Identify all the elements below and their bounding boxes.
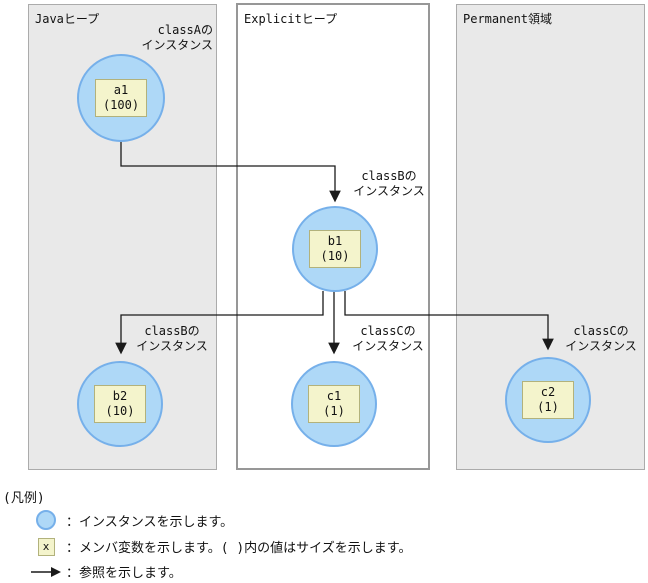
legend-text-reference: ：参照を示します。 [66, 566, 182, 581]
legend-text-instance: ：インスタンスを示します。 [66, 514, 234, 530]
instance-a1: a1 (100) [77, 54, 165, 142]
member-var-b1: b1 [327, 234, 343, 248]
instance-circle-icon [36, 510, 56, 530]
member-size-b2: (10) [105, 404, 135, 418]
member-box-c1: c1 (1) [308, 385, 360, 423]
label-classC-instance-c2: classCの インスタンス [565, 324, 637, 353]
label-classB-instance-b1: classBの インスタンス [353, 169, 425, 198]
member-variable-box-icon: x [37, 537, 55, 556]
instance-c1: c1 (1) [291, 361, 377, 447]
label-classB-instance-b2: classBの インスタンス [136, 324, 208, 353]
region-title-java-heap: Javaヒープ [35, 12, 100, 26]
region-title-explicit-heap: Explicitヒープ [244, 12, 338, 26]
legend-item-reference: ：参照を示します。 [30, 562, 182, 581]
member-var-a1: a1 [113, 83, 129, 97]
member-size-c2: (1) [537, 400, 559, 414]
member-var-c2: c2 [540, 385, 556, 399]
legend-item-instance: ：インスタンスを示します。 [30, 510, 233, 530]
member-size-c1: (1) [323, 404, 345, 418]
member-size-b1: (10) [320, 249, 350, 263]
member-size-a1: (100) [102, 98, 140, 112]
instance-c2: c2 (1) [505, 357, 591, 443]
legend-text-member-variable: ：メンバ変数を示します。( )内の値はサイズを示します。 [66, 541, 412, 556]
member-box-a1: a1 (100) [95, 79, 147, 117]
region-title-permanent: Permanent領域 [463, 12, 553, 26]
reference-arrow-icon [31, 566, 61, 577]
member-var-b2: b2 [112, 389, 128, 403]
instance-b2: b2 (10) [77, 361, 163, 447]
label-classA-instance: classAの インスタンス [141, 23, 213, 52]
member-box-b1: b1 (10) [309, 230, 361, 268]
member-var-c1: c1 [326, 389, 342, 403]
legend-item-member-variable: x ：メンバ変数を示します。( )内の値はサイズを示します。 [30, 537, 412, 556]
member-box-c2: c2 (1) [522, 381, 574, 419]
member-box-b2: b2 (10) [94, 385, 146, 423]
legend-title: (凡例) [3, 491, 45, 506]
instance-b1: b1 (10) [292, 206, 378, 292]
label-classC-instance-c1: classCの インスタンス [352, 324, 424, 353]
